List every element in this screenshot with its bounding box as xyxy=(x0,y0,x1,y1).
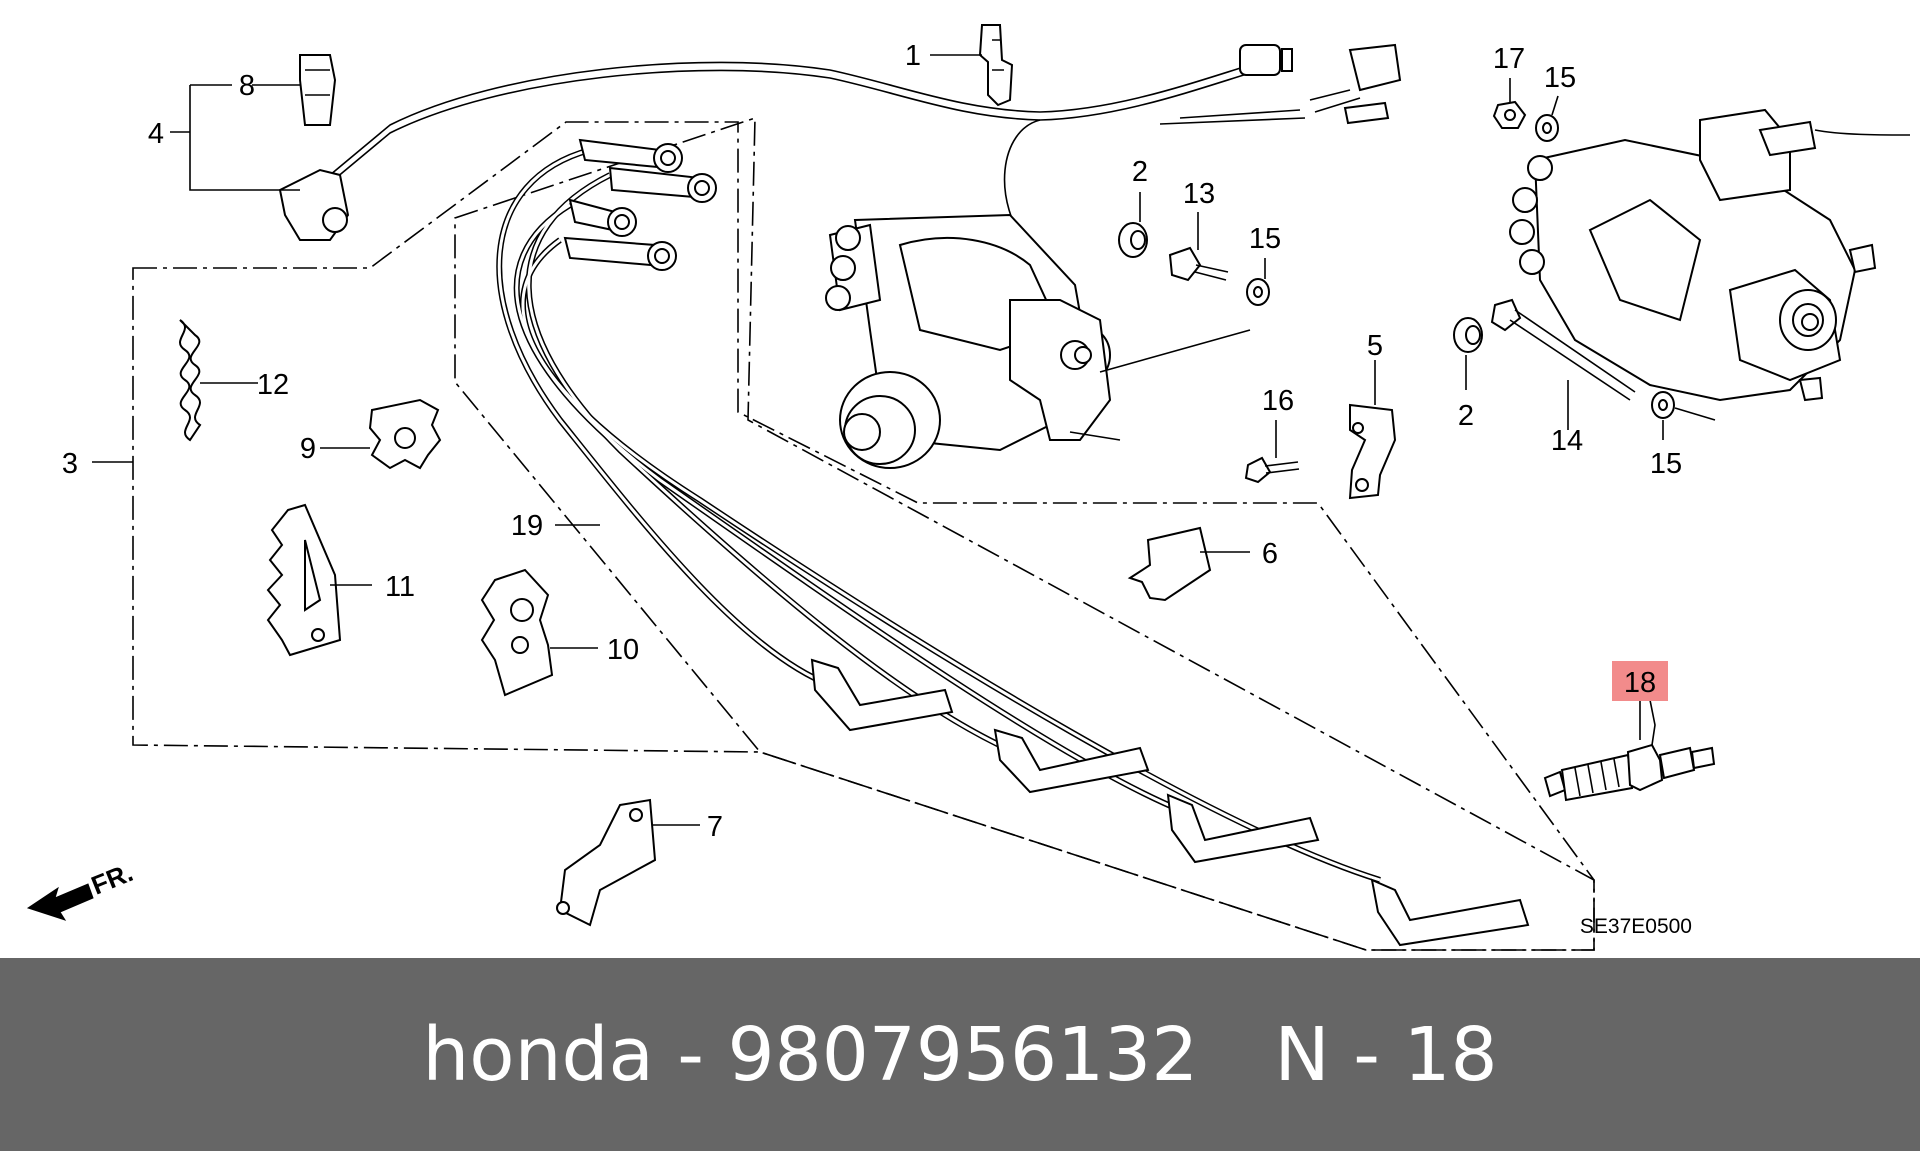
part-12-wire-comb xyxy=(179,319,202,442)
callout-1: 1 xyxy=(905,40,921,72)
diagram-code: SE37E0500 xyxy=(1580,915,1692,938)
part-15-washer-c xyxy=(1651,391,1675,419)
footer-bar: honda - 9807956132 N - 18 xyxy=(0,958,1920,1151)
part-2-collar-a xyxy=(1118,222,1148,258)
callout-labels: 1 8 4 3 12 9 11 10 19 6 7 5 2 13 15 16 2… xyxy=(62,40,1682,843)
part-6-bracket xyxy=(1127,526,1212,602)
part-15-washer-a xyxy=(1246,278,1270,306)
front-arrow-label: FR. xyxy=(87,857,137,901)
part-2-collar-b xyxy=(1453,317,1483,353)
highlight-box-18 xyxy=(1612,661,1668,701)
part-15-washer-b xyxy=(1535,114,1559,142)
callout-9: 9 xyxy=(300,433,316,465)
part-7-bracket xyxy=(556,798,657,927)
callout-6: 6 xyxy=(1262,538,1278,570)
callout-16: 16 xyxy=(1262,385,1294,417)
sensor-cable xyxy=(299,43,1402,251)
leader-lines xyxy=(92,54,1664,826)
parts-diagram: 1 8 4 3 12 9 11 10 19 6 7 5 2 13 15 16 2… xyxy=(26,24,1911,951)
front-direction-arrow: FR. xyxy=(26,857,137,921)
part-9-wire-holder xyxy=(368,398,442,470)
callout-19: 19 xyxy=(511,510,543,542)
callout-15b: 15 xyxy=(1544,62,1576,94)
callout-2b: 2 xyxy=(1458,400,1474,432)
callout-12: 12 xyxy=(257,369,289,401)
callout-8: 8 xyxy=(239,70,255,102)
footer-position: N - 18 xyxy=(1274,1011,1498,1098)
ignition-wire-set xyxy=(496,138,1530,947)
callout-15c: 15 xyxy=(1650,448,1682,480)
callout-11: 11 xyxy=(385,571,415,603)
distributor-center xyxy=(825,213,1251,469)
part-17-nut xyxy=(1492,100,1527,129)
part-5-bracket xyxy=(1348,403,1397,500)
part-8-clip xyxy=(299,54,337,126)
callout-4: 4 xyxy=(148,118,164,150)
part-13-bolt xyxy=(1168,246,1229,282)
callout-10: 10 xyxy=(607,634,639,666)
callout-18: 18 xyxy=(1624,667,1656,699)
callout-13: 13 xyxy=(1183,178,1215,210)
arrow-left-icon xyxy=(26,883,94,921)
callout-14: 14 xyxy=(1551,425,1583,457)
group-outline-19 xyxy=(454,116,1595,951)
callout-3: 3 xyxy=(62,448,78,480)
part-1-clamp xyxy=(978,24,1014,107)
distributor-right xyxy=(1509,108,1911,421)
part-10-wire-holder xyxy=(480,568,554,697)
footer-part-number: honda - 9807956132 xyxy=(422,1011,1199,1098)
callout-7: 7 xyxy=(707,811,723,843)
callout-17: 17 xyxy=(1493,43,1525,75)
group-outline-3 xyxy=(132,121,1595,951)
part-18-spark-plug xyxy=(1543,699,1716,802)
callout-2a: 2 xyxy=(1132,156,1148,188)
part-14-bolt xyxy=(1490,298,1636,401)
part-16-bolt xyxy=(1244,456,1300,484)
callout-5: 5 xyxy=(1367,330,1383,362)
part-11-wire-holder xyxy=(266,503,342,657)
footer-caption: honda - 9807956132 N - 18 xyxy=(0,958,1920,1151)
part-4-bracket xyxy=(278,168,350,241)
callout-15a: 15 xyxy=(1249,223,1281,255)
